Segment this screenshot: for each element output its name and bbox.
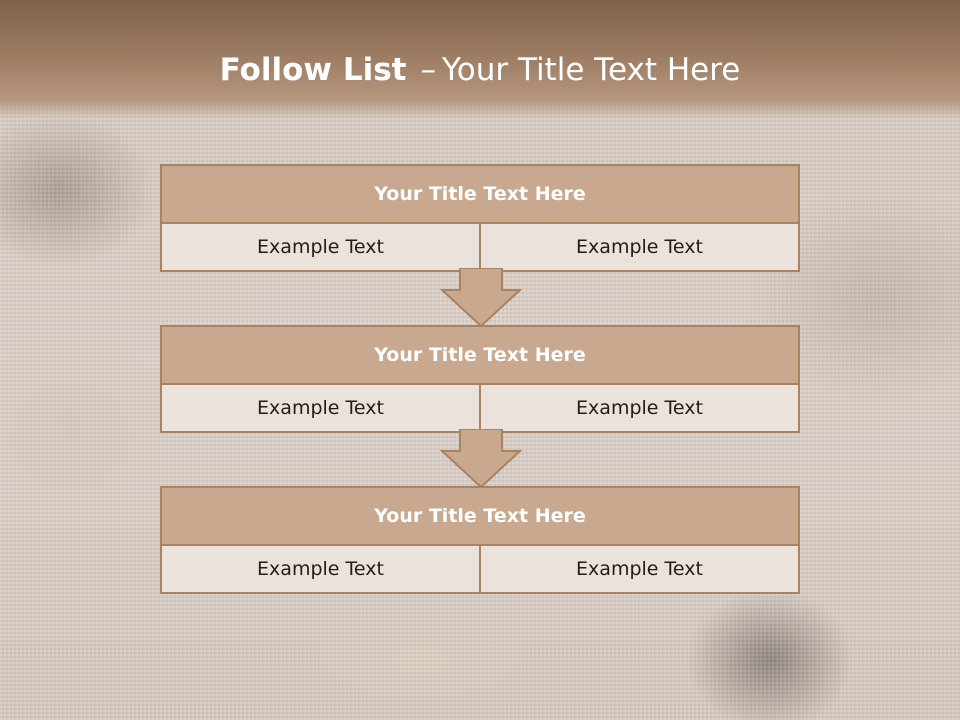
step-block-2: Your Title Text Here Example Text Exampl… xyxy=(160,325,800,433)
down-arrow-icon xyxy=(440,268,522,328)
step-title-3: Your Title Text Here xyxy=(162,488,798,546)
title-bar xyxy=(0,0,960,118)
step-block-1: Your Title Text Here Example Text Exampl… xyxy=(160,164,800,272)
step-2-left-text: Example Text xyxy=(162,385,479,431)
step-row-1: Example Text Example Text xyxy=(162,224,798,270)
step-3-right-text: Example Text xyxy=(479,546,798,592)
step-title-1: Your Title Text Here xyxy=(162,166,798,224)
slide-title: Follow List–Your Title Text Here xyxy=(0,52,960,88)
step-row-2: Example Text Example Text xyxy=(162,385,798,431)
step-block-3: Your Title Text Here Example Text Exampl… xyxy=(160,486,800,594)
step-2-right-text: Example Text xyxy=(479,385,798,431)
step-title-2: Your Title Text Here xyxy=(162,327,798,385)
slide-title-separator: – xyxy=(420,52,436,88)
slide-title-rest: Your Title Text Here xyxy=(441,52,741,88)
down-arrow-icon xyxy=(440,429,522,489)
step-3-left-text: Example Text xyxy=(162,546,479,592)
slide-title-bold: Follow List xyxy=(219,52,407,88)
step-row-3: Example Text Example Text xyxy=(162,546,798,592)
step-1-right-text: Example Text xyxy=(479,224,798,270)
step-1-left-text: Example Text xyxy=(162,224,479,270)
